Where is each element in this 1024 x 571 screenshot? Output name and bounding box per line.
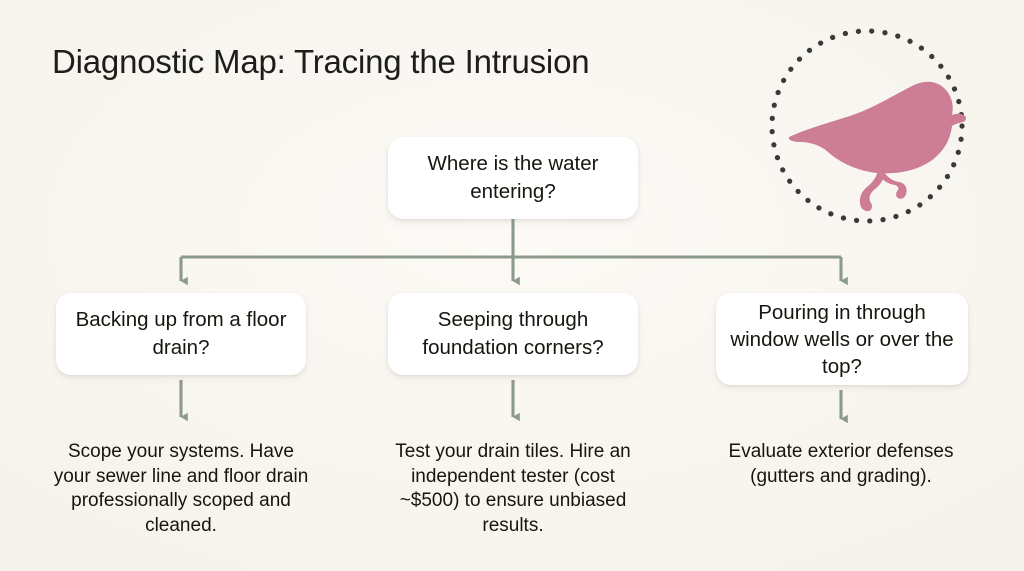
node-branch-label: Pouring in through window wells or over … [730, 300, 954, 378]
outcome-floor-drain: Scope your systems. Have your sewer line… [53, 441, 309, 536]
node-branch-window-wells[interactable]: Pouring in through window wells or over … [716, 293, 968, 385]
node-branch-label: Seeping through foundation corners? [422, 308, 604, 359]
node-branch-floor-drain[interactable]: Backing up from a floor drain? [56, 293, 306, 375]
node-root-label: Where is the water entering? [427, 152, 599, 203]
page-title: Diagnostic Map: Tracing the Intrusion [52, 43, 590, 80]
dotted-circle-icon [769, 28, 965, 224]
node-root-question[interactable]: Where is the water entering? [388, 137, 638, 219]
bird-logo [766, 25, 968, 227]
node-branch-foundation-corners[interactable]: Seeping through foundation corners? [388, 293, 638, 375]
outcome-foundation-corners: Test your drain tiles. Hire an independe… [395, 441, 631, 536]
bird-silhouette-icon [789, 81, 967, 212]
node-branch-label: Backing up from a floor drain? [75, 308, 287, 359]
outcome-window-wells: Evaluate exterior defenses (gutters and … [728, 441, 954, 487]
